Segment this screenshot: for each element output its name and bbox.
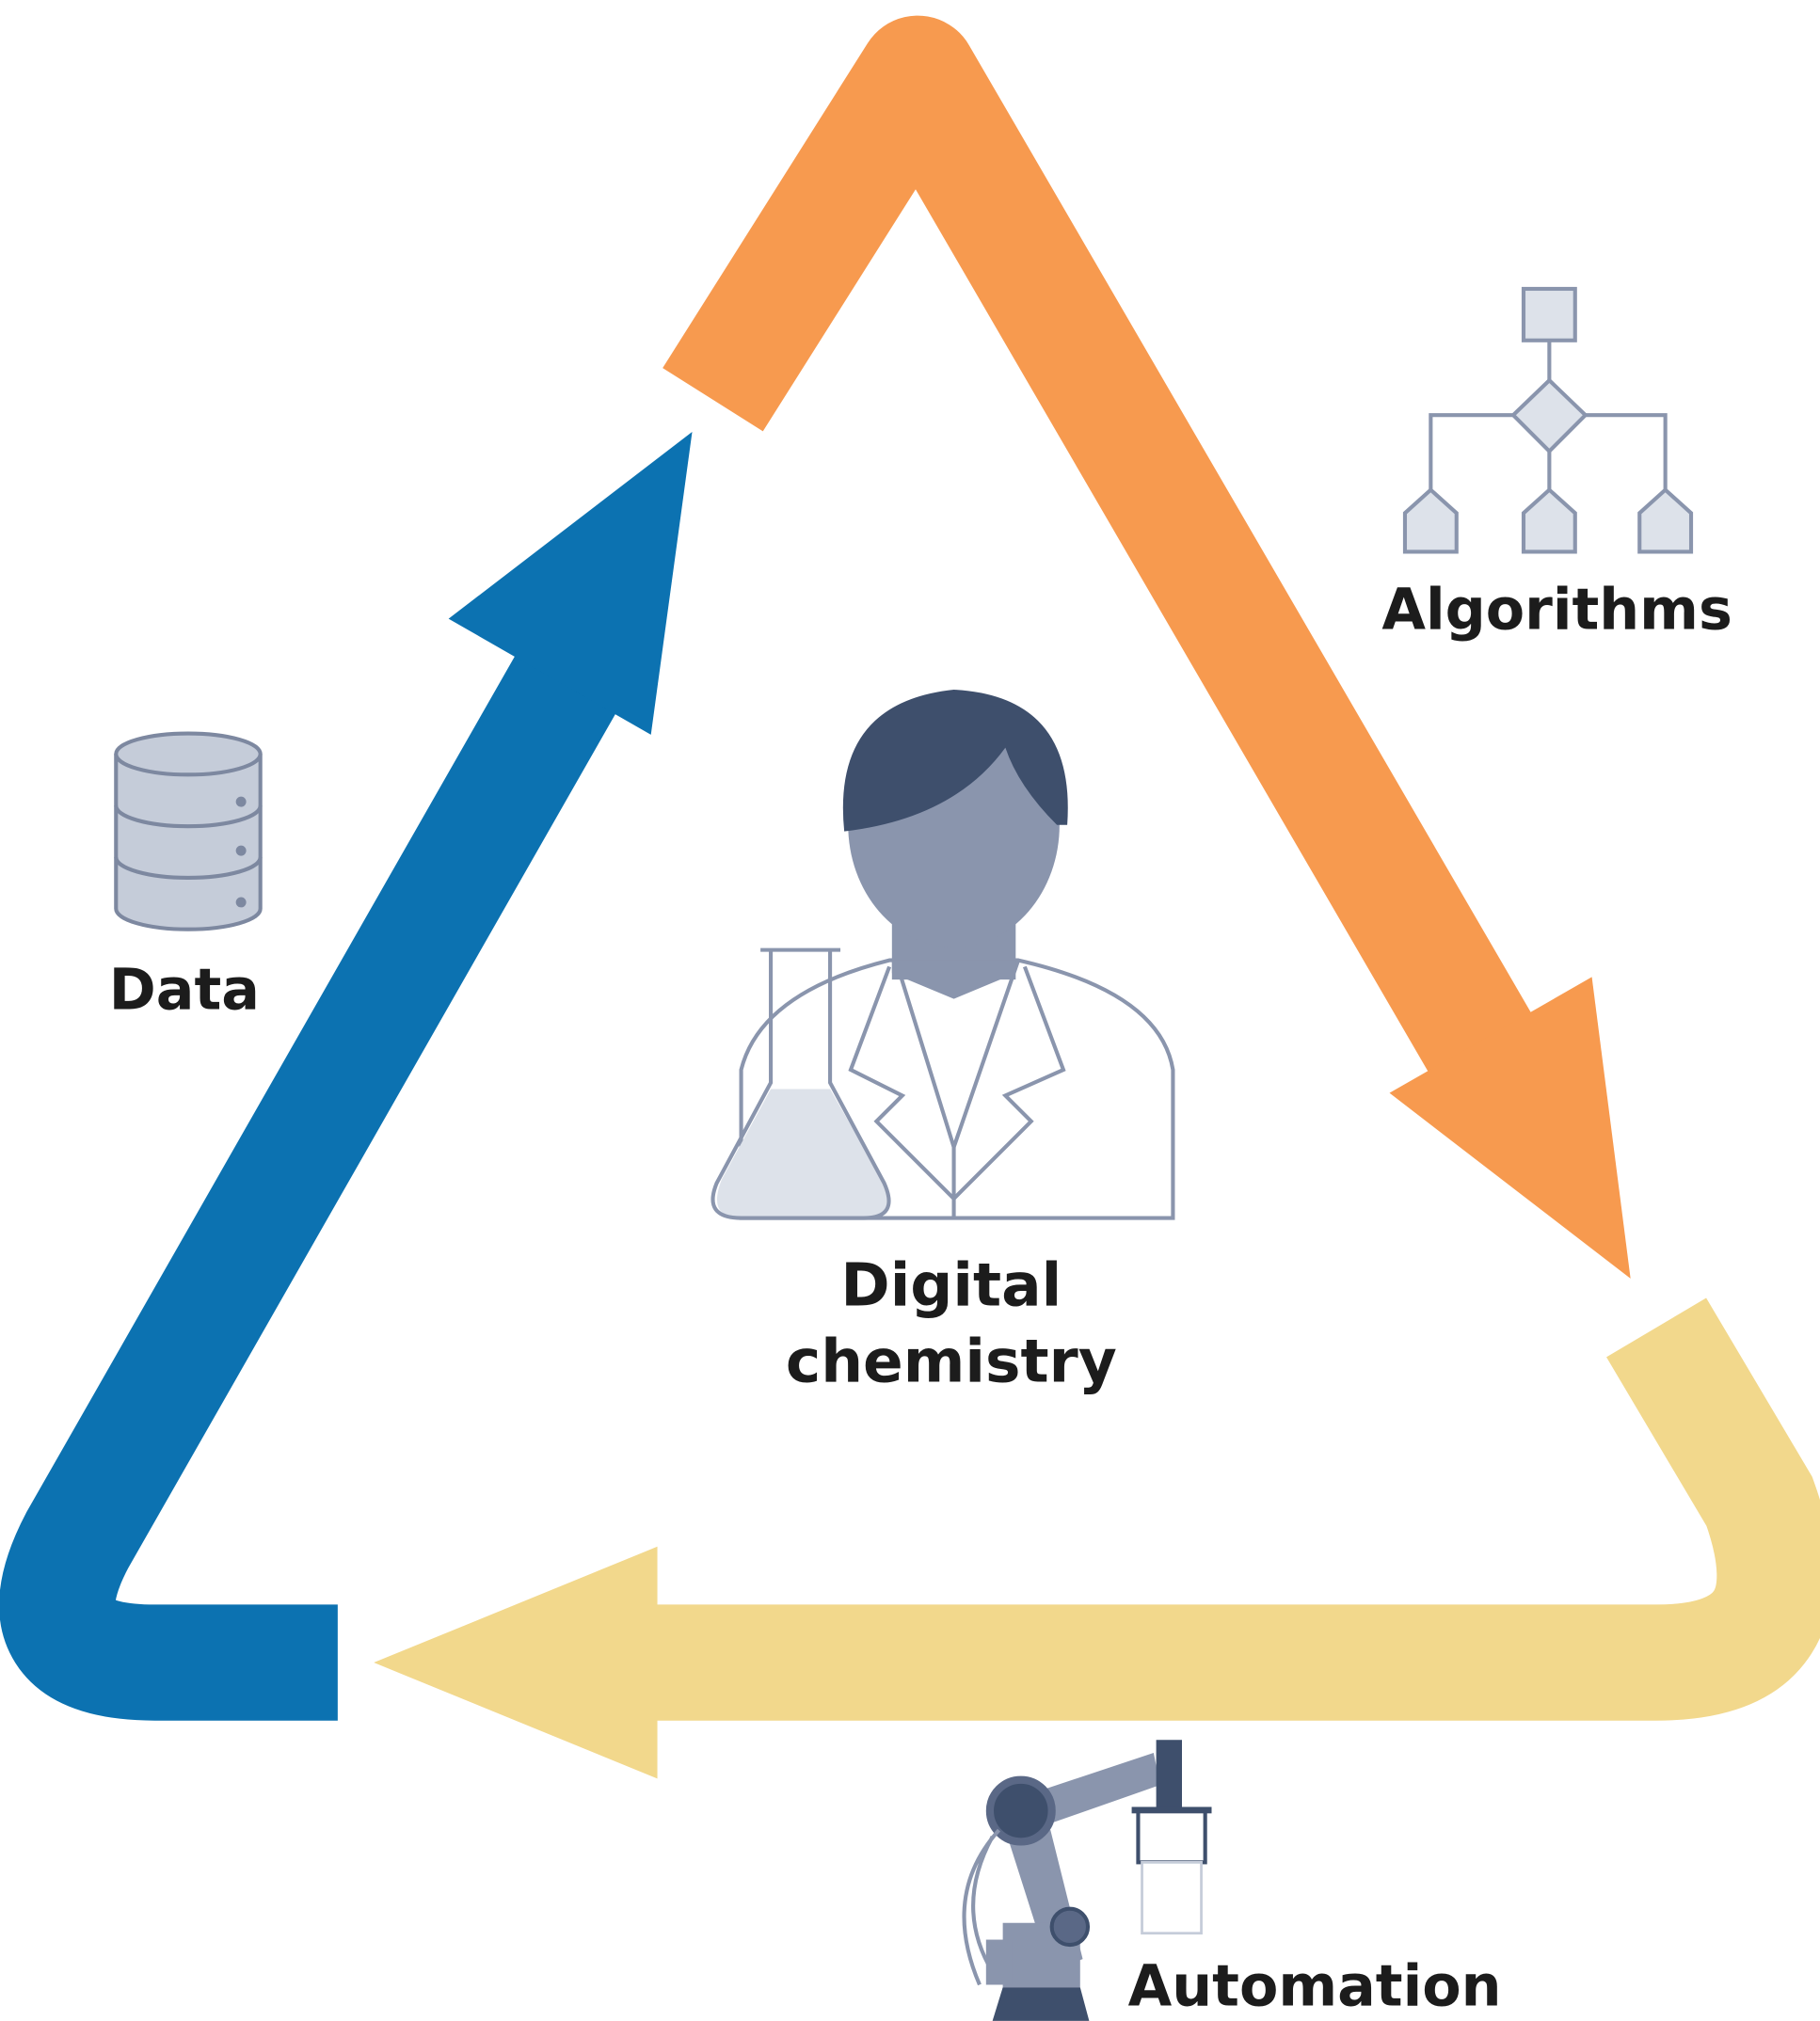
automation-label: Automation [1128,1953,1502,2019]
yellow-arrow-automation [374,1297,1820,1779]
blue-arrow-data [0,432,693,1721]
center-label-line1: Digital [840,1251,1062,1320]
robot-arm-icon [962,1740,1212,2021]
orange-arrow-algorithms [663,15,1631,1279]
flowchart-icon [1402,286,1694,554]
flask-icon [710,947,891,1220]
algorithms-label: Algorithms [1381,578,1732,644]
data-label: Data [109,958,260,1024]
database-icon [114,731,263,931]
center-label-line2: chemistry [786,1327,1117,1395]
